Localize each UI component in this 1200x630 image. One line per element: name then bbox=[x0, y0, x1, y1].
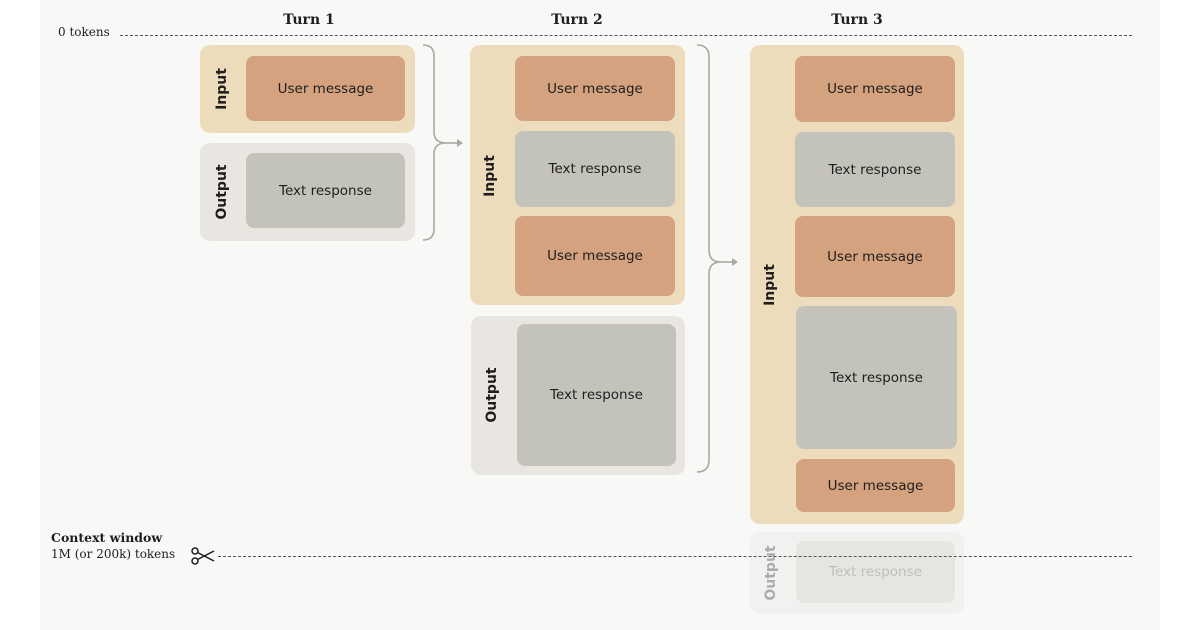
zero-tokens-label: 0 tokens bbox=[58, 25, 110, 39]
context-window-line bbox=[218, 556, 1132, 557]
context-window-subtitle: 1M (or 200k) tokens bbox=[51, 547, 176, 561]
turn-2-user-message-1: User message bbox=[515, 56, 675, 121]
zero-tokens-line bbox=[120, 35, 1132, 36]
scissors-icon bbox=[191, 547, 215, 565]
turn-3-output-panel bbox=[750, 532, 964, 614]
turn-3-text-response-1: Text response bbox=[795, 132, 955, 207]
turn-2-title: Turn 2 bbox=[551, 12, 603, 28]
turn-2-user-message-2: User message bbox=[515, 216, 675, 296]
turn-2-text-response-2: Text response bbox=[517, 324, 676, 466]
turn-3-text-response-3: Text response bbox=[796, 541, 955, 603]
turn-3-text-response-2: Text response bbox=[796, 306, 957, 449]
turn-3-user-message-1: User message bbox=[795, 56, 955, 122]
turn-3-user-message-2: User message bbox=[795, 216, 955, 297]
turn-2-text-response-1: Text response bbox=[515, 131, 675, 207]
context-window-title: Context window bbox=[51, 530, 163, 545]
turn-1-title: Turn 1 bbox=[283, 12, 335, 28]
turn-3-user-message-3: User message bbox=[796, 459, 955, 512]
turn-3-title: Turn 3 bbox=[831, 12, 883, 28]
turn-1-user-message: User message bbox=[246, 56, 405, 121]
turn-1-text-response: Text response bbox=[246, 153, 405, 228]
